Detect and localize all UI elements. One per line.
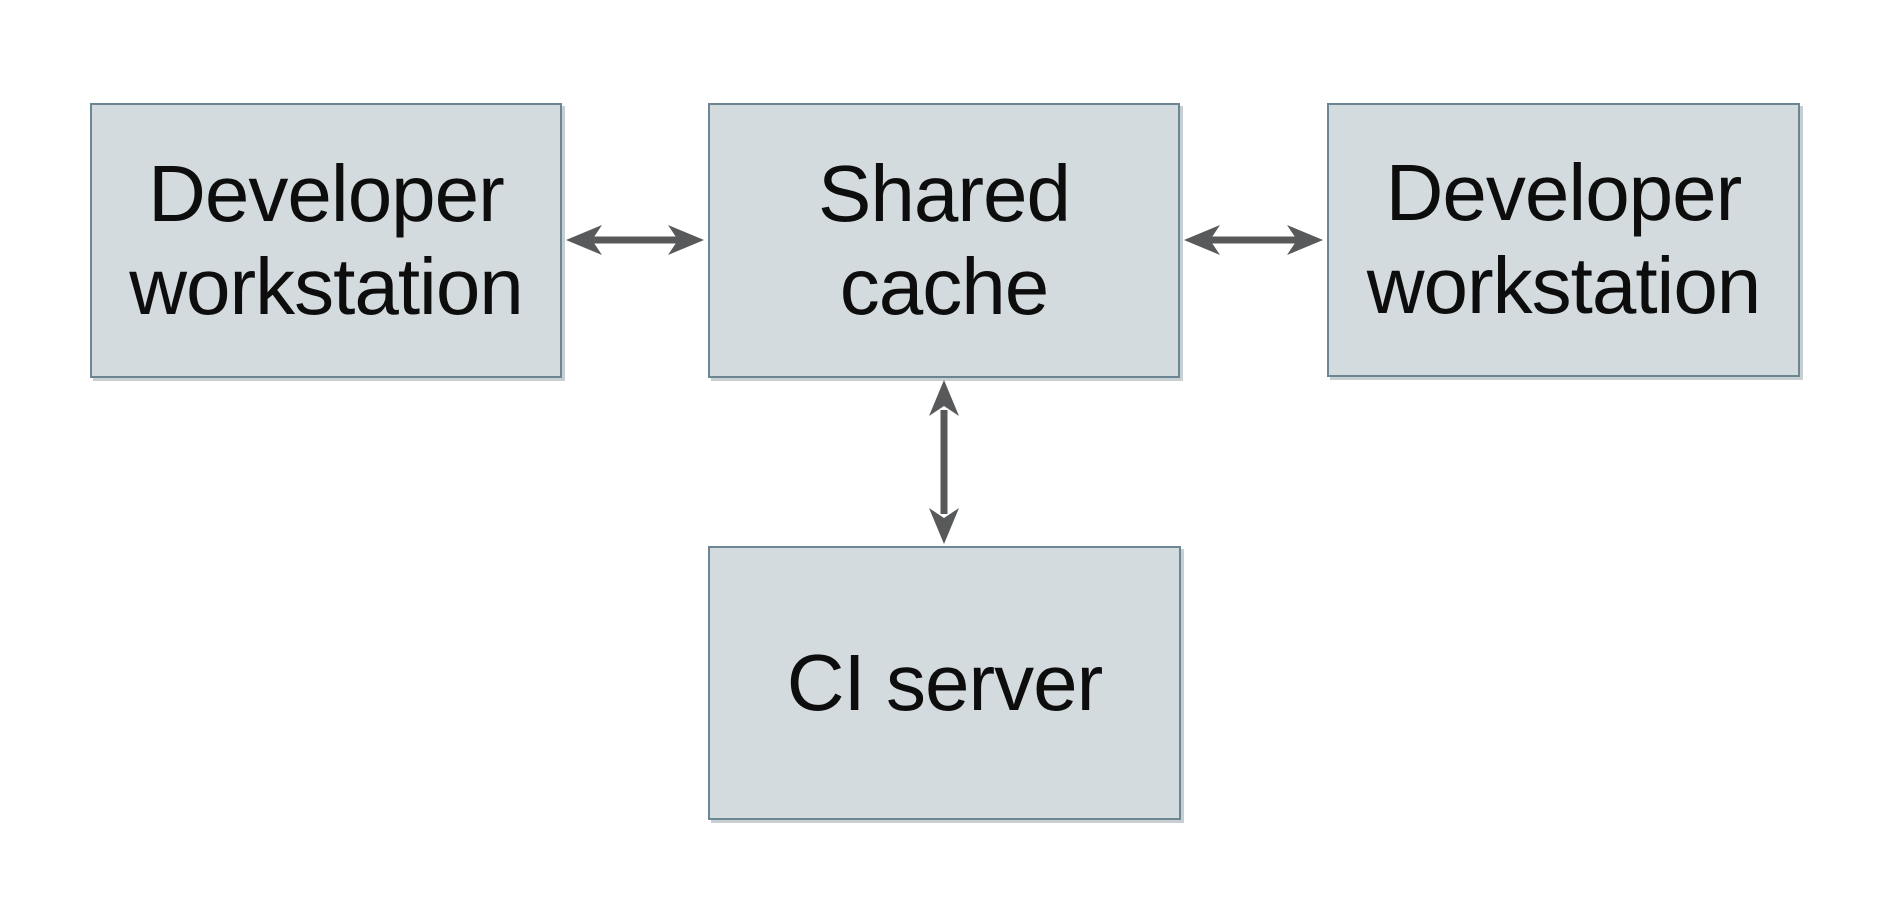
bidirectional-arrow-left-workstation-to-cache [562,218,708,267]
node-label: Shared cache [818,148,1071,331]
node-developer-workstation-left: Developer workstation [90,103,562,378]
double-arrow-icon [566,225,704,255]
node-label: Developer workstation [129,148,524,331]
node-ci-server: CI server [708,546,1181,820]
node-developer-workstation-right: Developer workstation [1327,103,1800,377]
bidirectional-arrow-cache-to-ci-server [922,378,966,551]
node-label: Developer workstation [1366,148,1762,330]
bidirectional-arrow-cache-to-right-workstation [1180,218,1327,267]
double-arrow-icon [929,380,959,544]
node-shared-cache: Shared cache [708,103,1180,378]
double-arrow-icon [1184,225,1323,255]
node-label: CI server [786,637,1103,727]
